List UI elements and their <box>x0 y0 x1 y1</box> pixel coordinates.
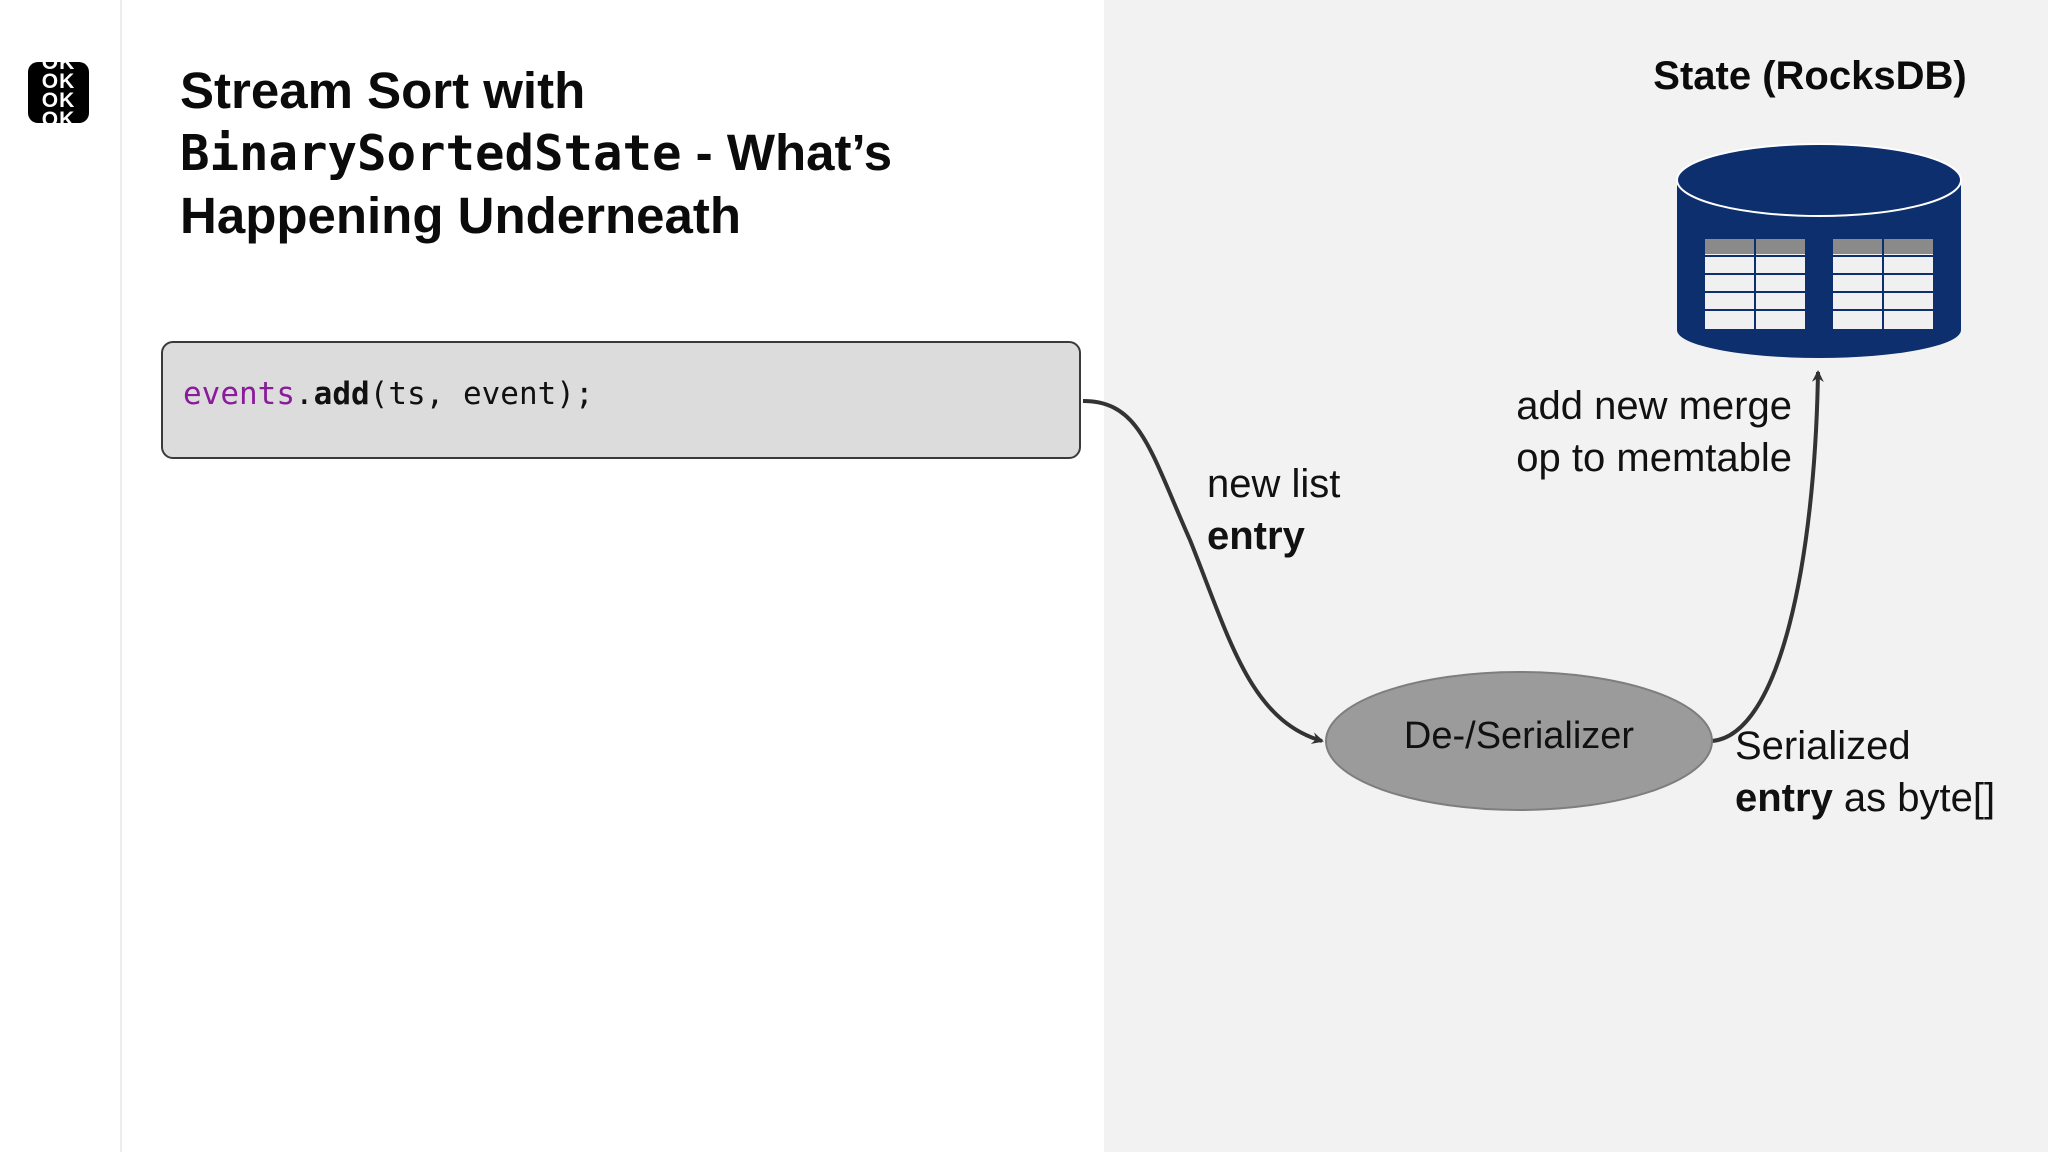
code-object: events <box>183 376 295 412</box>
title-line-2: BinarySortedState - What’s <box>180 122 1080 185</box>
slide-title: Stream Sort with BinarySortedState - Wha… <box>180 60 1080 247</box>
merge-op-label: add new merge op to memtable <box>1440 380 1792 484</box>
serialized-line-1: Serialized <box>1735 724 1911 768</box>
serialized-entry-label: Serialized entry as byte[] <box>1735 720 1995 824</box>
serialized-bold: entry <box>1735 776 1833 820</box>
title-line-3: Happening Underneath <box>180 187 742 244</box>
serializer-ellipse <box>1325 671 1713 811</box>
logo-text: OK <box>41 108 76 123</box>
code-line: events.add(ts, event); <box>183 376 594 412</box>
code-block: events.add(ts, event); <box>161 341 1081 459</box>
title-code: BinarySortedState <box>180 125 682 182</box>
new-list-line-2: entry <box>1207 510 1340 562</box>
new-list-bold: entry <box>1207 514 1305 558</box>
database-cylinder-icon <box>1676 143 1962 358</box>
left-panel <box>0 0 1104 1152</box>
serialized-rest: as byte[] <box>1832 776 1996 820</box>
merge-line-1: add new merge <box>1516 384 1792 428</box>
serializer-label: De-/Serializer <box>1403 715 1635 757</box>
database-title: State (RocksDB) <box>1653 54 1967 98</box>
logo-text: OK <box>41 89 76 112</box>
new-list-entry-label: new list entry <box>1207 458 1340 562</box>
logo-text: OK <box>41 70 76 93</box>
logo-text: OK <box>41 62 76 74</box>
arrow-to-serializer <box>1082 399 1324 744</box>
logo-icon: OK OK OK OK <box>28 62 89 123</box>
new-list-line-1: new list <box>1207 462 1341 506</box>
code-method: add <box>313 376 370 412</box>
title-line-1: Stream Sort with <box>180 62 586 119</box>
table-grid-right <box>1833 239 1933 329</box>
title-line-2-rest: - What’s <box>681 124 893 181</box>
code-dot: . <box>294 376 314 412</box>
code-args: (ts, event); <box>369 376 594 412</box>
table-grid-left <box>1705 239 1805 329</box>
arrow-to-database <box>1711 370 1824 743</box>
left-divider <box>120 0 122 1152</box>
merge-line-2: op to memtable <box>1516 436 1792 480</box>
serialized-line-2: entry as byte[] <box>1735 772 1995 824</box>
